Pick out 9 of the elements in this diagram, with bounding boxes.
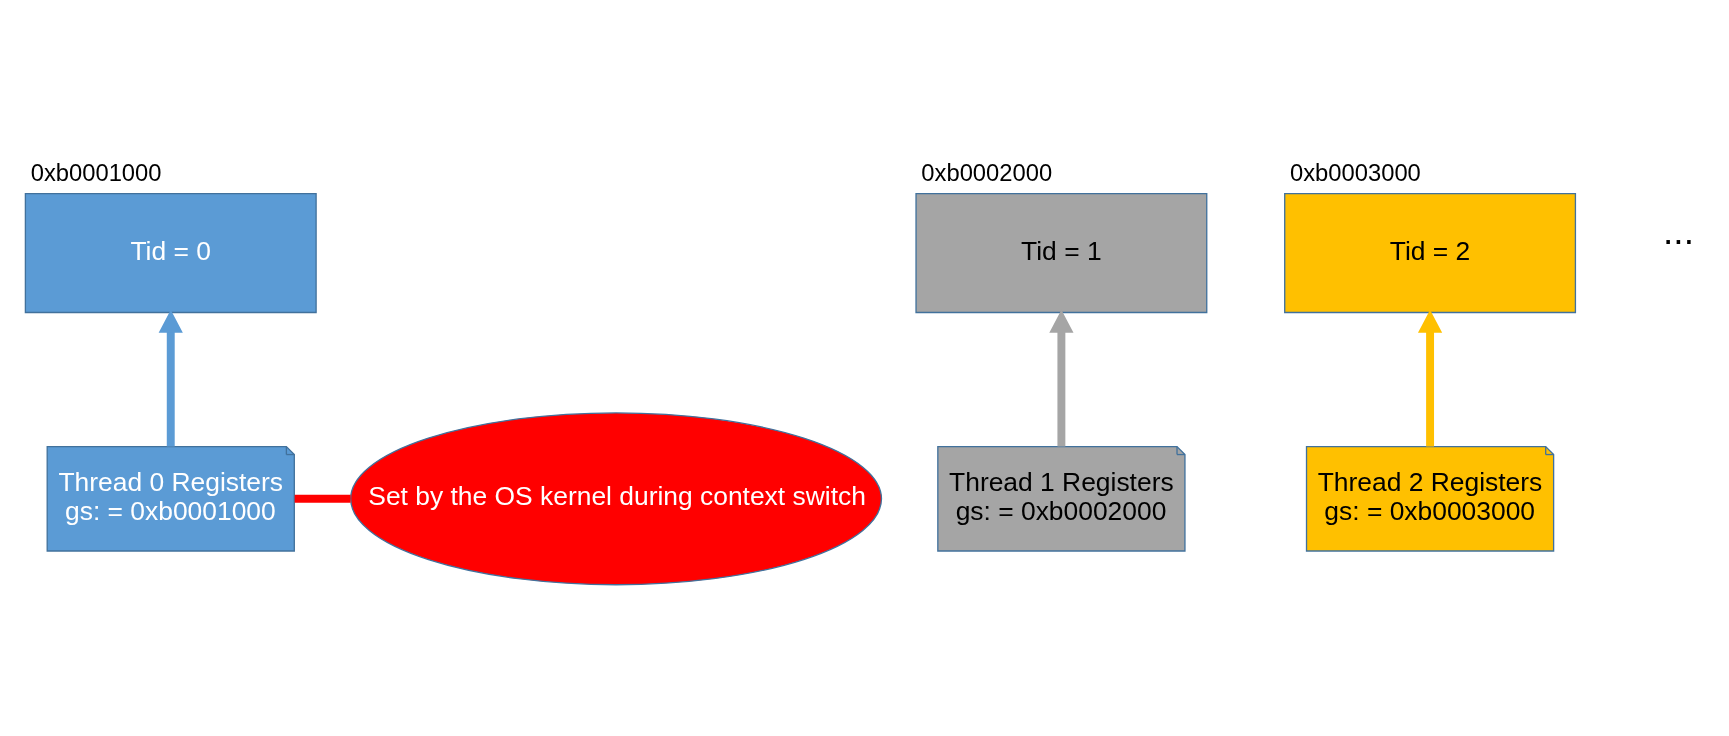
connector	[294, 494, 351, 503]
node-label: 0xb0001000	[30, 158, 162, 186]
node-label: 0xb0003000	[1290, 158, 1421, 186]
arrow	[158, 309, 183, 447]
label: ...	[1663, 210, 1694, 252]
node-label: 0xb0002000	[921, 158, 1053, 186]
node-ellipse: Set by the OS kernel during context switch	[350, 412, 883, 586]
arrow	[1417, 309, 1443, 447]
arrow	[1049, 309, 1074, 447]
